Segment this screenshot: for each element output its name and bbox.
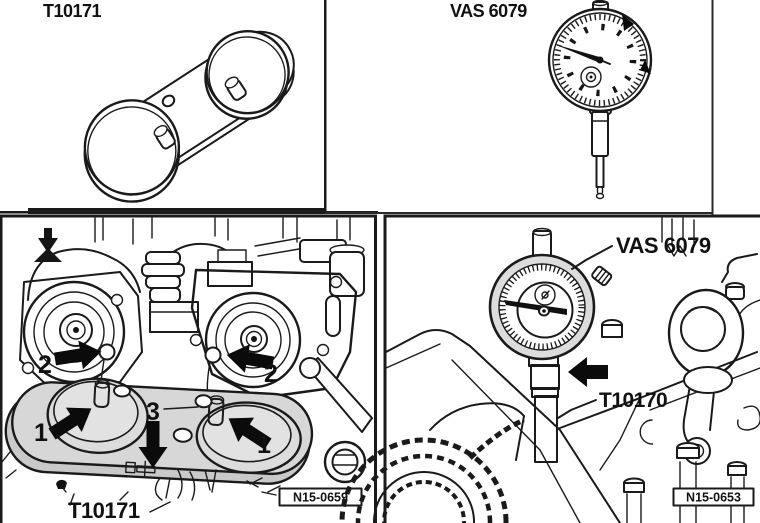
adapter-t10170-drawing bbox=[528, 356, 560, 463]
callout-arrow-3-down bbox=[138, 421, 168, 468]
callout-number-2-right: 2 bbox=[264, 360, 278, 388]
ref-code-n15-0653: N15-0653 bbox=[686, 491, 741, 505]
dial-gauge-vas6079-drawing bbox=[488, 227, 613, 361]
callout-number-3: 3 bbox=[146, 398, 160, 426]
pointer-arrow-left bbox=[568, 357, 608, 387]
tool-title-t10171: T10171 bbox=[43, 1, 102, 21]
callout-vas6079: VAS 6079 bbox=[616, 233, 711, 258]
ref-box-n15-0653 bbox=[672, 487, 755, 507]
callout-arrow-1-right bbox=[228, 417, 272, 450]
callout-t10170: T10170 bbox=[599, 389, 667, 412]
caption-t10171: T10171 bbox=[68, 498, 140, 523]
small-black-mark bbox=[56, 479, 67, 489]
callout-number-1-left: 1 bbox=[34, 419, 48, 447]
ref-leader-lines bbox=[246, 480, 277, 496]
ref-code-n15-0659: N15-0659 bbox=[293, 491, 348, 505]
tool-title-vas6079: VAS 6079 bbox=[450, 1, 527, 21]
gauge-side-knob bbox=[591, 265, 613, 287]
callout-number-2-left: 2 bbox=[38, 351, 52, 379]
engine-side-view-drawing bbox=[339, 217, 760, 523]
callout-number-1-right: 1 bbox=[257, 431, 271, 459]
socket-nut-drawing bbox=[323, 440, 367, 484]
t10170-leader-line bbox=[557, 399, 597, 419]
engine-top-view-drawing bbox=[19, 217, 373, 433]
panel-measure-view: VAS 6079 T10170 N15-0653 bbox=[339, 217, 760, 523]
vas6079-leader-line bbox=[571, 245, 613, 270]
callout-3-leader-line bbox=[163, 406, 199, 410]
camshaft-locking-bar-drawing bbox=[83, 29, 295, 203]
panel-tool-vas6079: VAS 6079 bbox=[450, 0, 653, 200]
callout-arrow-2-left bbox=[53, 340, 102, 370]
callout-arrow-1-left bbox=[48, 407, 92, 440]
callout-arrow-2-right bbox=[226, 344, 275, 373]
panel-install-view: 2 1 3 2 1 T10171 N15-0659 bbox=[1, 217, 373, 523]
dial-gauge-drawing bbox=[547, 0, 653, 200]
installed-locking-bar-drawing bbox=[4, 377, 314, 485]
panel-tool-t10171: T10171 bbox=[43, 1, 295, 203]
